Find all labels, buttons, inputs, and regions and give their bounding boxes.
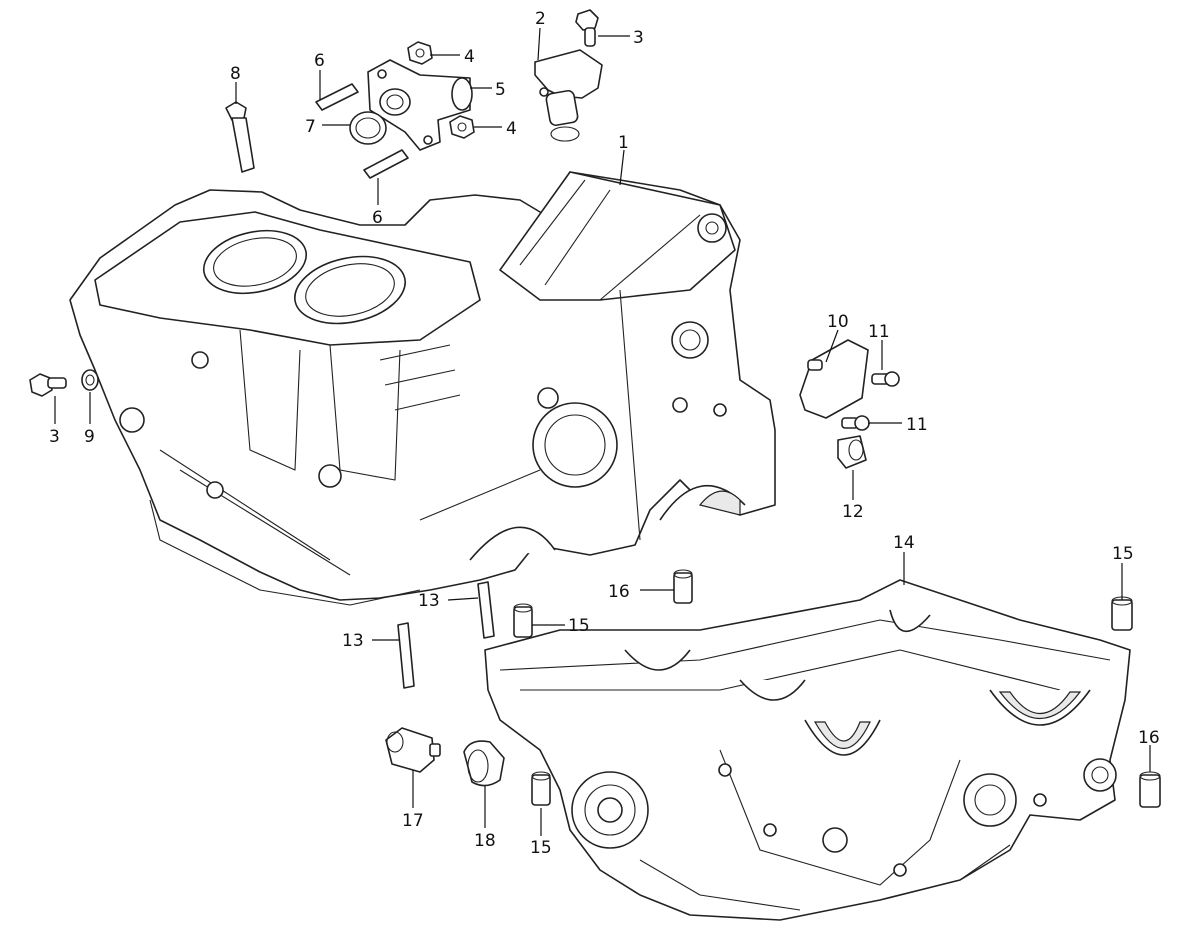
callout-label: 13 xyxy=(342,631,364,651)
callout-label: 3 xyxy=(633,28,644,48)
callout-label: 11 xyxy=(906,415,928,435)
stud-part-13-right xyxy=(477,581,495,639)
washer-part-9 xyxy=(81,369,99,391)
callout-label: 7 xyxy=(305,117,316,137)
bolt-part-8 xyxy=(225,101,255,173)
bolt-part-3-left xyxy=(29,373,67,397)
bolt-part-11-top xyxy=(871,371,900,387)
bolt-part-3-top xyxy=(575,9,599,47)
callout-label: 8 xyxy=(230,64,241,84)
dowel-pin-part-6-top xyxy=(315,83,359,111)
cover-plate-part-10 xyxy=(799,339,869,419)
sensor-part-2 xyxy=(534,49,603,142)
callout-label: 15 xyxy=(530,838,552,858)
callout-label: 15 xyxy=(1112,544,1134,564)
callout-label: 4 xyxy=(464,47,475,67)
dowel-part-16-left xyxy=(673,569,693,604)
nut-part-4-bottom xyxy=(449,115,475,139)
dowel-part-15-bottom xyxy=(531,771,551,806)
callout-label: 3 xyxy=(49,427,60,447)
pressure-switch-part-17 xyxy=(385,727,441,773)
o-ring-part-7 xyxy=(349,111,387,145)
bolt-part-11-bottom xyxy=(841,415,870,431)
callout-label: 15 xyxy=(568,616,590,636)
callout-label: 12 xyxy=(842,502,864,522)
callout-label: 2 xyxy=(535,9,546,29)
callout-labels: 1 2 3 3 4 4 5 6 6 7 8 9 10 11 11 12 13 1… xyxy=(49,9,1160,858)
callout-label: 9 xyxy=(84,427,95,447)
callout-label: 1 xyxy=(618,133,629,153)
callout-label: 6 xyxy=(372,208,383,228)
callout-label: 4 xyxy=(506,119,517,139)
dowel-part-15-right xyxy=(1111,596,1133,631)
callout-label: 13 xyxy=(418,591,440,611)
flange-fitting-part-5 xyxy=(367,59,473,151)
callout-label: 16 xyxy=(608,582,630,602)
lower-crankcase xyxy=(484,579,1131,921)
upper-crankcase xyxy=(69,171,776,606)
dowel-pin-part-6-bottom xyxy=(363,149,409,179)
callout-label: 10 xyxy=(827,312,849,332)
callout-label: 16 xyxy=(1138,728,1160,748)
callout-label: 14 xyxy=(893,533,915,553)
nut-part-4-top xyxy=(407,41,433,65)
stud-part-13-left xyxy=(397,622,415,689)
callout-label: 18 xyxy=(474,831,496,851)
callout-label: 11 xyxy=(868,322,890,342)
dowel-part-15-top xyxy=(513,603,533,638)
callout-label: 6 xyxy=(314,51,325,71)
callout-label: 5 xyxy=(495,80,506,100)
grommet-part-18 xyxy=(463,740,505,787)
plug-part-12 xyxy=(837,435,867,469)
callout-label: 17 xyxy=(402,811,424,831)
leader-lines xyxy=(54,27,1151,836)
dowel-part-16-right xyxy=(1139,771,1161,808)
